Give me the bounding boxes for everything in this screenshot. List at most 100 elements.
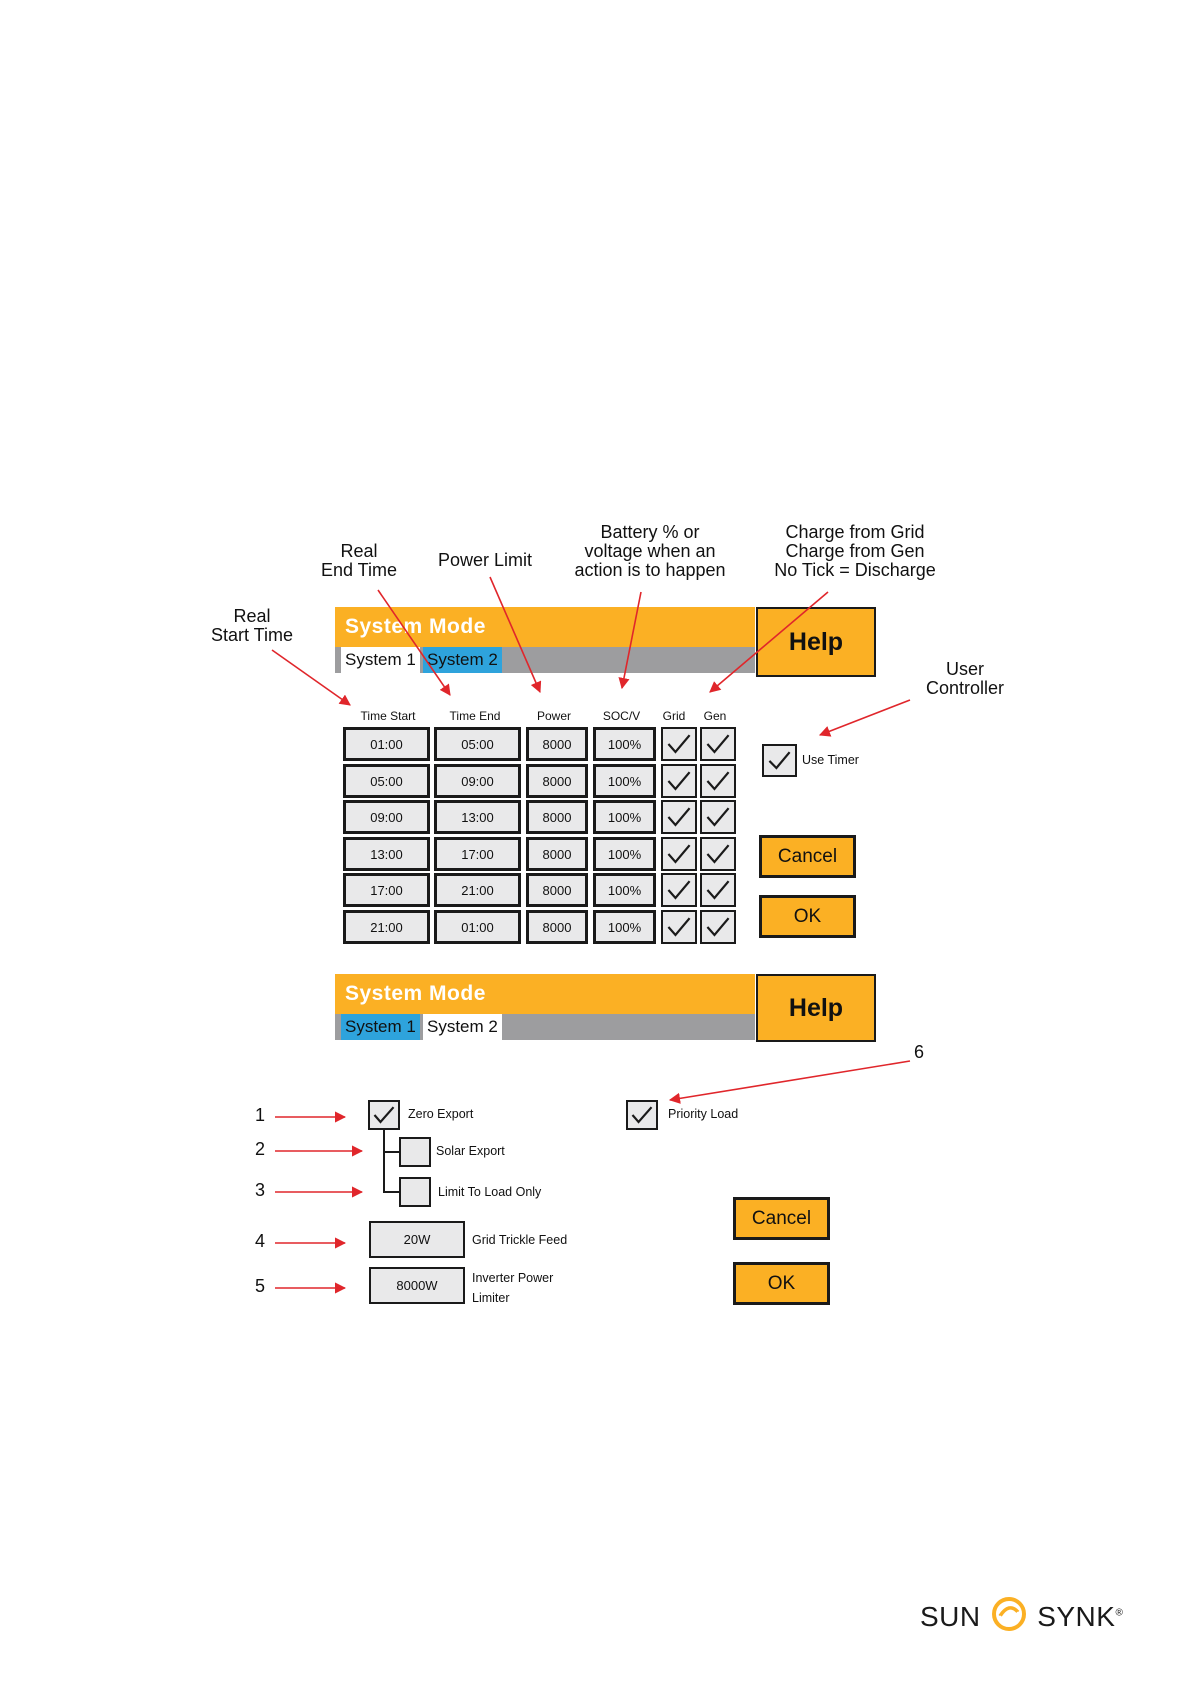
row5-time-end[interactable]: 21:00 [434, 873, 521, 907]
row4-time-start[interactable]: 13:00 [343, 837, 430, 871]
panel1-tab-system-1[interactable]: System 1 [341, 647, 420, 673]
grid-trickle-feed-label: Grid Trickle Feed [472, 1233, 568, 1247]
row4-power[interactable]: 8000 [526, 837, 588, 871]
use-timer-checkbox[interactable] [762, 744, 797, 777]
check-icon [706, 844, 730, 864]
row2-time-start[interactable]: 05:00 [343, 764, 430, 798]
row4-gen-checkbox[interactable] [700, 837, 736, 871]
row5-time-start[interactable]: 17:00 [343, 873, 430, 907]
grid-trickle-feed-input[interactable]: 20W [369, 1221, 465, 1258]
row3-time-start[interactable]: 09:00 [343, 800, 430, 834]
row2-grid-checkbox[interactable] [661, 764, 697, 798]
inverter-power-limiter-label: Inverter Power Limiter [472, 1268, 553, 1308]
sunsynk-logo: SUN SYNK® [920, 1596, 1123, 1633]
limit-to-load-only-checkbox[interactable] [399, 1177, 431, 1207]
row3-soc[interactable]: 100% [593, 800, 656, 834]
check-icon [768, 751, 791, 770]
zero-export-label: Zero Export [408, 1107, 474, 1121]
panel2-help-button[interactable]: Help [756, 974, 876, 1042]
annotation-line: action is to happen [574, 560, 726, 580]
limit-to-load-only-label: Limit To Load Only [438, 1185, 542, 1199]
row5-soc[interactable]: 100% [593, 873, 656, 907]
inverter-power-limiter-input[interactable]: 8000W [369, 1267, 465, 1304]
panel2-ok-button[interactable]: OK [733, 1262, 830, 1305]
number-label-2: 2 [255, 1139, 266, 1159]
check-icon [667, 771, 691, 791]
annotation-line: Real [233, 606, 271, 626]
panel1-tab-edge [335, 647, 340, 673]
panel1-help-button[interactable]: Help [756, 607, 876, 677]
annotation-line: Real [340, 541, 378, 561]
annotation-line: No Tick = Discharge [774, 560, 936, 580]
check-icon [706, 917, 730, 937]
row4-grid-checkbox[interactable] [661, 837, 697, 871]
row3-grid-checkbox[interactable] [661, 800, 697, 834]
panel1-title-bar: System Mode [335, 607, 755, 647]
row6-power[interactable]: 8000 [526, 910, 588, 944]
row5-power[interactable]: 8000 [526, 873, 588, 907]
row6-time-start[interactable]: 21:00 [343, 910, 430, 944]
row3-gen-checkbox[interactable] [700, 800, 736, 834]
row6-gen-checkbox[interactable] [700, 910, 736, 944]
solar-export-label: Solar Export [436, 1144, 505, 1158]
check-icon [706, 880, 730, 900]
number-label-1: 1 [255, 1105, 266, 1125]
priority-load-checkbox[interactable] [626, 1100, 658, 1130]
row1-time-start[interactable]: 01:00 [343, 727, 430, 761]
header-power: Power [536, 709, 571, 723]
annotation-line: Power Limit [437, 550, 533, 570]
panel2-tab-system-1[interactable]: System 1 [341, 1014, 420, 1040]
row1-gen-checkbox[interactable] [700, 727, 736, 761]
row1-soc[interactable]: 100% [593, 727, 656, 761]
row2-power[interactable]: 8000 [526, 764, 588, 798]
row1-grid-checkbox[interactable] [661, 727, 697, 761]
annotation-line: User [945, 659, 984, 679]
registered-mark: ® [1115, 1607, 1124, 1619]
header-soc: SOC/V [602, 709, 641, 723]
number-label-5: 5 [255, 1276, 266, 1296]
row4-soc[interactable]: 100% [593, 837, 656, 871]
solar-export-checkbox[interactable] [399, 1137, 431, 1167]
annotation-user-controller: User Controller [910, 660, 1020, 698]
zero-export-checkbox[interactable] [368, 1100, 400, 1130]
panel2-cancel-button[interactable]: Cancel [733, 1197, 830, 1240]
row4-time-end[interactable]: 17:00 [434, 837, 521, 871]
panel1-tab-bar: System 1 System 2 [335, 647, 755, 673]
panel2-tab-edge [335, 1014, 340, 1040]
row5-grid-checkbox[interactable] [661, 873, 697, 907]
annotation-power-limit: Power Limit [425, 551, 545, 570]
row1-time-end[interactable]: 05:00 [434, 727, 521, 761]
row5-gen-checkbox[interactable] [700, 873, 736, 907]
logo-text-right: SYNK [1037, 1601, 1116, 1632]
check-icon [667, 807, 691, 827]
panel2-title-bar: System Mode [335, 974, 755, 1014]
number-label-3: 3 [255, 1180, 266, 1200]
row6-grid-checkbox[interactable] [661, 910, 697, 944]
panel2-tab-bar: System 1 System 2 [335, 1014, 755, 1040]
panel2-tab-system-2[interactable]: System 2 [423, 1014, 502, 1040]
annotation-real-end-time: Real End Time [304, 542, 414, 580]
annotation-line: End Time [320, 560, 398, 580]
check-icon [667, 844, 691, 864]
check-icon [667, 734, 691, 754]
inverter-power-limiter-line: Inverter Power [472, 1271, 554, 1285]
logo-text-left: SUN [920, 1601, 981, 1632]
header-time-end: Time End [449, 709, 501, 723]
row2-soc[interactable]: 100% [593, 764, 656, 798]
row6-soc[interactable]: 100% [593, 910, 656, 944]
row6-time-end[interactable]: 01:00 [434, 910, 521, 944]
panel2-title: System Mode [345, 982, 486, 1005]
check-icon [373, 1106, 395, 1124]
panel1-ok-button[interactable]: OK [759, 895, 856, 938]
row2-time-end[interactable]: 09:00 [434, 764, 521, 798]
row3-power[interactable]: 8000 [526, 800, 588, 834]
row1-power[interactable]: 8000 [526, 727, 588, 761]
panel1-tab-system-2[interactable]: System 2 [423, 647, 502, 673]
panel1-title: System Mode [345, 615, 486, 638]
row2-gen-checkbox[interactable] [700, 764, 736, 798]
inverter-power-limiter-line: Limiter [472, 1291, 510, 1305]
row3-time-end[interactable]: 13:00 [434, 800, 521, 834]
panel1-cancel-button[interactable]: Cancel [759, 835, 856, 878]
sun-swirl-icon [991, 1597, 1026, 1631]
